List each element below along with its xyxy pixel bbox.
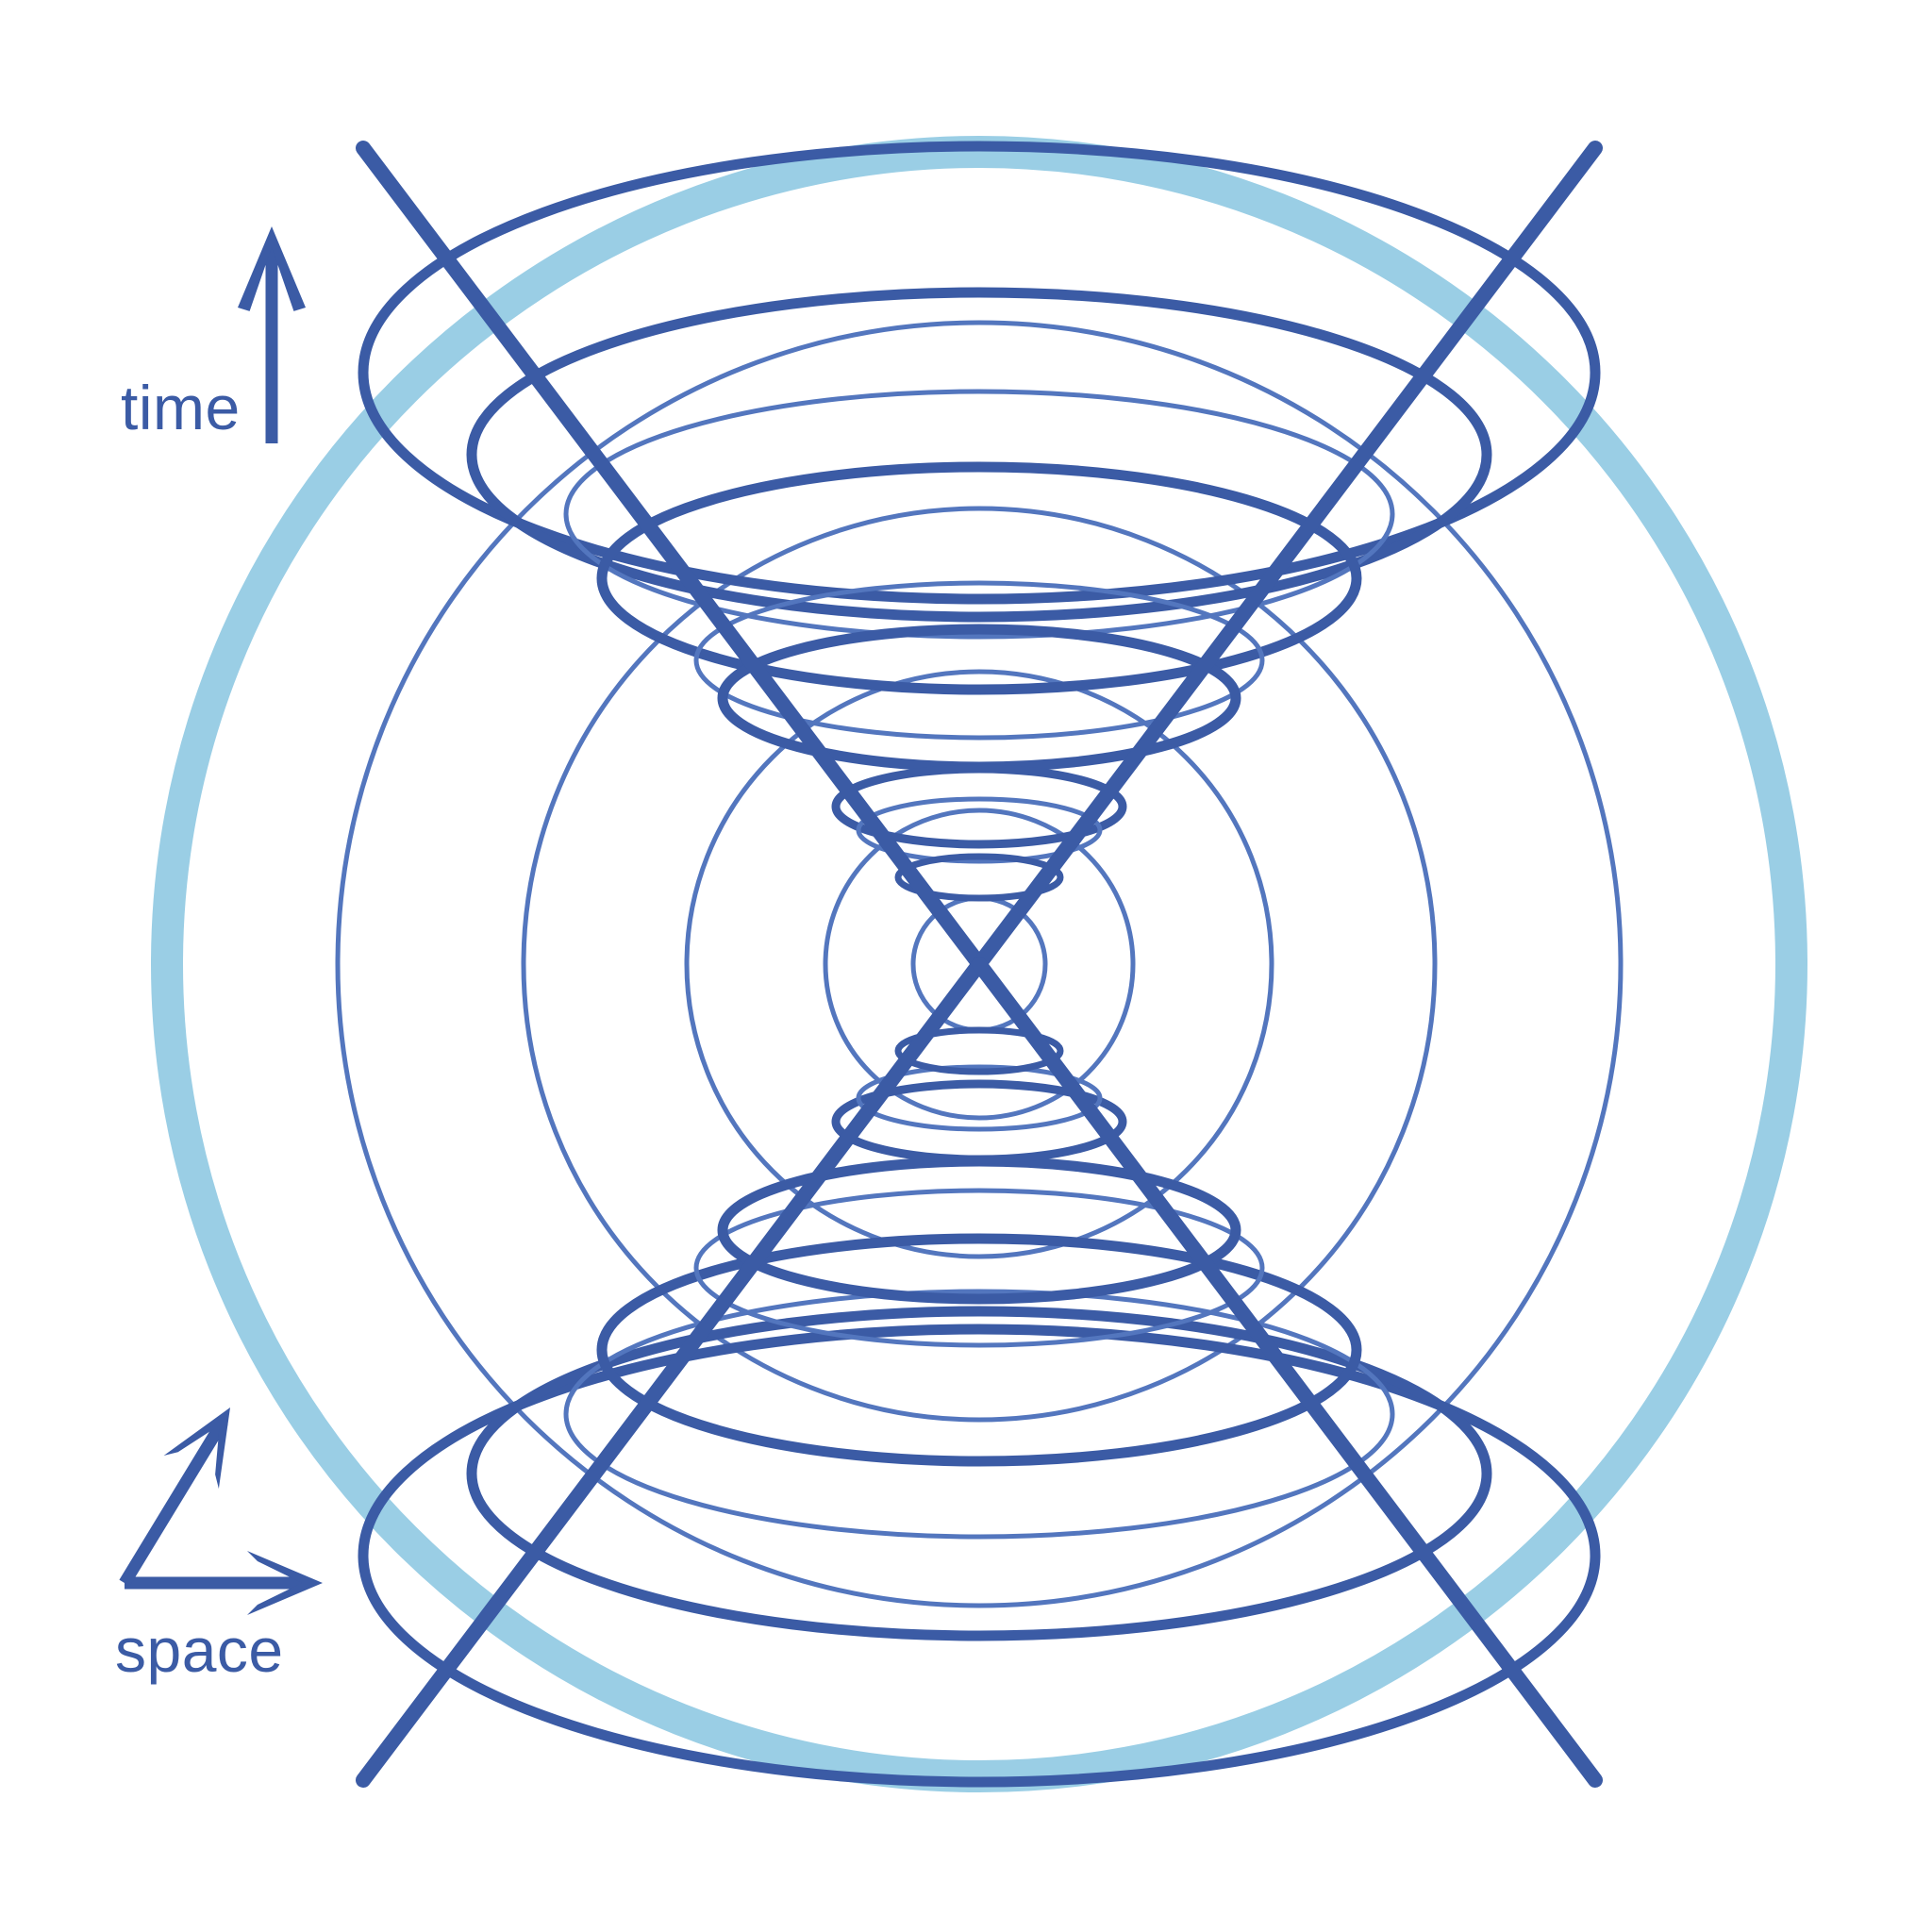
future-cone-ring-5 <box>717 624 1241 773</box>
lower-right-edge <box>972 957 1603 1788</box>
past-cone-ring-7 <box>856 1064 1103 1132</box>
past-cone-ring-4 <box>693 1188 1265 1348</box>
concentric-circle-2 <box>684 669 1274 1259</box>
cone-edge-lines-layer <box>356 141 1603 1788</box>
future-cone-ring-2 <box>563 389 1395 640</box>
concentric-circle-3 <box>521 506 1438 1423</box>
future-cone-ring-6 <box>831 764 1127 849</box>
lower-left-edge <box>356 957 987 1788</box>
space-axis-diagonal-shaft <box>119 1418 228 1587</box>
past-cone-ring-5 <box>717 1156 1241 1305</box>
past-cone-ring-8 <box>894 1026 1064 1075</box>
time-axis-arrowhead <box>238 226 306 311</box>
past-cone-ring-3 <box>596 1233 1362 1467</box>
space-axis-arrows: space <box>115 1407 323 1685</box>
space-axis-label: space <box>115 1615 284 1685</box>
future-cone-ring-3 <box>596 461 1362 695</box>
future-cone-ring-8 <box>894 853 1064 902</box>
future-cone-ring-1 <box>466 287 1492 623</box>
space-axis-diagonal-arrowhead <box>163 1407 230 1490</box>
outer-horizon-circle <box>151 136 1807 1792</box>
past-cone-ring-2 <box>563 1289 1395 1540</box>
concentric-circle-4 <box>335 320 1624 1608</box>
time-axis-label: time <box>121 373 241 442</box>
future-cone-rings-layer <box>358 141 1601 902</box>
horizon-circle-layer <box>151 136 1807 1792</box>
space-axis-horizontal-arrowhead <box>247 1551 323 1615</box>
past-cone-rings-layer <box>358 1026 1601 1788</box>
concentric-circle-1 <box>823 808 1136 1121</box>
future-cone-ring-7 <box>856 796 1103 864</box>
past-cone-ring-6 <box>831 1079 1127 1164</box>
upper-right-edge <box>972 141 1603 972</box>
concentric-circles-layer <box>335 320 1624 1608</box>
upper-left-edge <box>356 141 987 972</box>
future-cone-ring-0 <box>358 141 1601 605</box>
time-axis-arrow: time <box>121 226 306 443</box>
future-cone-ring-4 <box>693 580 1265 741</box>
past-cone-ring-1 <box>466 1306 1492 1641</box>
past-cone-ring-0 <box>358 1324 1601 1788</box>
